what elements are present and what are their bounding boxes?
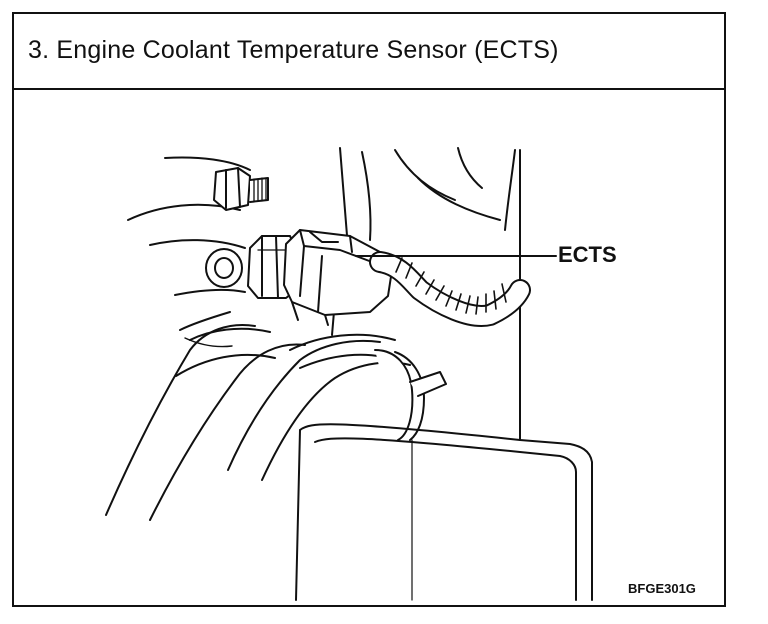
ects-callout-label: ECTS (558, 242, 617, 267)
washer-icon (205, 248, 243, 288)
coolant-hoses (105, 324, 411, 521)
ects-connector (283, 229, 393, 326)
hose-clamp (374, 349, 447, 441)
wire-harness (369, 251, 531, 327)
title-bar: 3. Engine Coolant Temperature Sensor (EC… (14, 14, 724, 90)
lower-bracket (295, 423, 593, 601)
page-title: 3. Engine Coolant Temperature Sensor (EC… (28, 36, 559, 64)
figure-code: BFGE301G (628, 581, 696, 596)
bolt-icon (213, 167, 269, 211)
